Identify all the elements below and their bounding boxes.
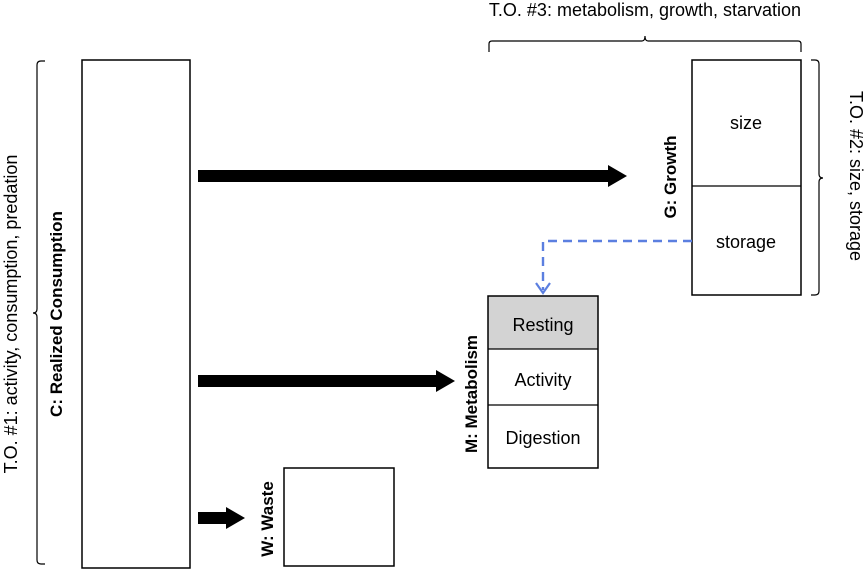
arrow-to-waste [198, 507, 245, 529]
metabolism-box [487, 295, 599, 469]
metabolism-resting-fill [488, 296, 598, 349]
waste-box [283, 467, 395, 567]
growth-section-storage: storage [716, 232, 776, 252]
metabolism-section-digestion: Digestion [505, 428, 580, 448]
left-bracket-label: T.O. #1: activity, consumption, predatio… [1, 155, 21, 474]
metabolism-section-activity: Activity [514, 370, 571, 390]
storage-to-metabolism-arrow [535, 239, 692, 295]
consumption-box [81, 59, 191, 569]
growth-section-size: size [730, 113, 762, 133]
left-bracket [32, 60, 45, 565]
right-bracket-label: T.O. #2: size, storage [846, 91, 866, 261]
arrow-to-growth [198, 165, 627, 187]
metabolism-box-label: M: Metabolism [462, 335, 481, 453]
top-bracket [488, 35, 802, 52]
right-bracket [811, 59, 824, 296]
consumption-box-label: C: Realized Consumption [47, 211, 66, 417]
growth-box-label: G: Growth [661, 135, 680, 218]
top-bracket-label: T.O. #3: metabolism, growth, starvation [489, 0, 801, 20]
growth-box [691, 59, 802, 296]
arrow-to-metabolism [198, 370, 455, 392]
metabolism-section-resting: Resting [512, 315, 573, 335]
waste-box-label: W: Waste [258, 481, 277, 557]
